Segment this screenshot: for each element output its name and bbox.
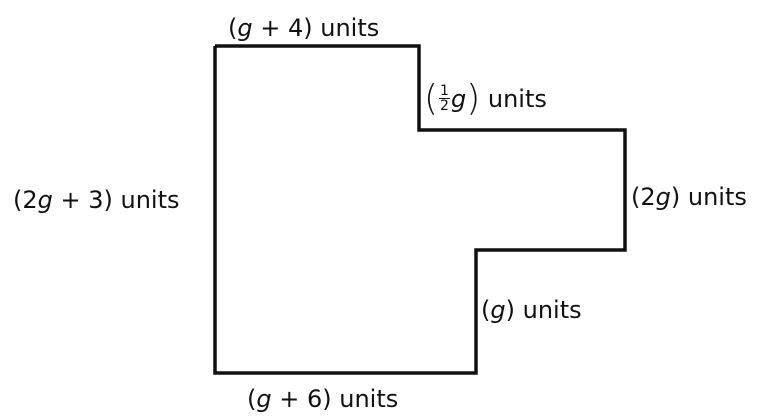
polygon-outline (213, 44, 627, 375)
label-bottom-side: (g + 6) units (247, 385, 399, 413)
label-left-side: (2g + 3) units (13, 186, 180, 214)
label-top-side: (g + 4) units (228, 14, 380, 42)
label-right-side: (2g) units (631, 183, 747, 211)
label-step-side: (g) units (481, 296, 582, 324)
